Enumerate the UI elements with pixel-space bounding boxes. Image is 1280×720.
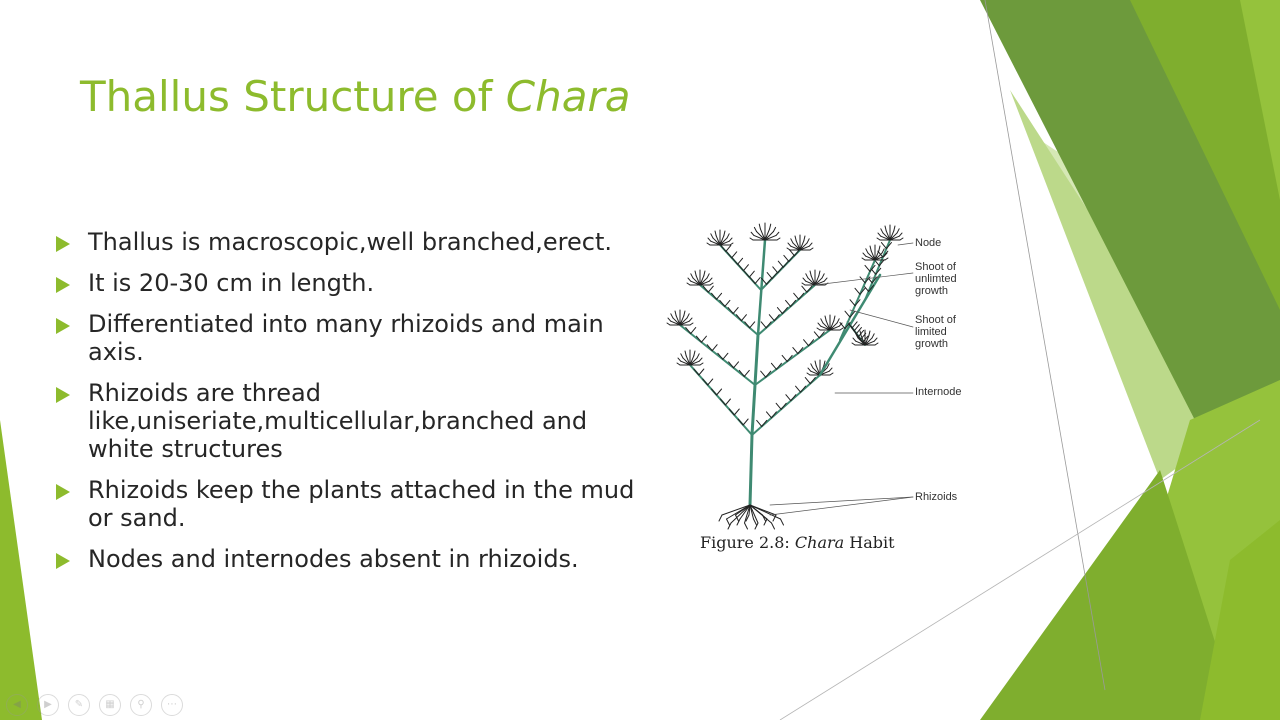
bullet-arrow-icon bbox=[56, 236, 70, 252]
slide-title: Thallus Structure of Chara bbox=[80, 72, 630, 121]
bullet-text: Rhizoids keep the plants attached in the… bbox=[88, 476, 635, 532]
bullet-item: Differentiated into many rhizoids and ma… bbox=[52, 310, 652, 366]
caption-prefix: Figure 2.8: bbox=[700, 533, 790, 552]
chara-plant-illustration bbox=[666, 222, 914, 530]
label-node: Node bbox=[915, 237, 942, 249]
presentation-controls: ◀ ▶ ✎ ▦ ⚲ ⋯ bbox=[6, 694, 183, 716]
chara-habit-figure: Node Shoot of unlimted growth Shoot of l… bbox=[650, 215, 990, 560]
bullet-item: Rhizoids are thread like,uniseriate,mult… bbox=[52, 379, 652, 463]
bullet-text: Rhizoids are thread like,uniseriate,mult… bbox=[88, 379, 588, 463]
zoom-icon[interactable]: ⚲ bbox=[130, 694, 152, 716]
bullet-text: It is 20-30 cm in length. bbox=[88, 269, 375, 297]
caption-suffix: Habit bbox=[849, 533, 895, 552]
label-rhizoids: Rhizoids bbox=[915, 491, 958, 503]
bullet-arrow-icon bbox=[56, 318, 70, 334]
slides-icon[interactable]: ▦ bbox=[99, 694, 121, 716]
bullet-arrow-icon bbox=[56, 277, 70, 293]
bullet-item: Thallus is macroscopic,well branched,ere… bbox=[52, 228, 652, 256]
label-shoot-unlimited: Shoot of unlimted growth bbox=[915, 261, 957, 297]
title-text: Thallus Structure of bbox=[80, 72, 506, 121]
figure-caption: Figure 2.8: Chara Habit bbox=[700, 533, 895, 552]
caption-genus: Chara bbox=[794, 533, 845, 552]
bullet-arrow-icon bbox=[56, 387, 70, 403]
bullet-item: Rhizoids keep the plants attached in the… bbox=[52, 476, 652, 532]
bullet-list: Thallus is macroscopic,well branched,ere… bbox=[52, 228, 652, 586]
label-internode: Internode bbox=[915, 386, 962, 398]
pen-icon[interactable]: ✎ bbox=[68, 694, 90, 716]
bullet-item: Nodes and internodes absent in rhizoids. bbox=[52, 545, 652, 573]
bullet-text: Thallus is macroscopic,well branched,ere… bbox=[88, 228, 612, 256]
bullet-arrow-icon bbox=[56, 484, 70, 500]
arrow-left-icon[interactable]: ◀ bbox=[6, 694, 28, 716]
title-genus: Chara bbox=[505, 72, 631, 121]
arrow-right-icon[interactable]: ▶ bbox=[37, 694, 59, 716]
bullet-item: It is 20-30 cm in length. bbox=[52, 269, 652, 297]
bullet-text: Nodes and internodes absent in rhizoids. bbox=[88, 545, 579, 573]
bullet-arrow-icon bbox=[56, 553, 70, 569]
label-shoot-limited: Shoot of limited growth bbox=[915, 314, 956, 350]
more-icon[interactable]: ⋯ bbox=[161, 694, 183, 716]
bullet-text: Differentiated into many rhizoids and ma… bbox=[88, 310, 604, 366]
